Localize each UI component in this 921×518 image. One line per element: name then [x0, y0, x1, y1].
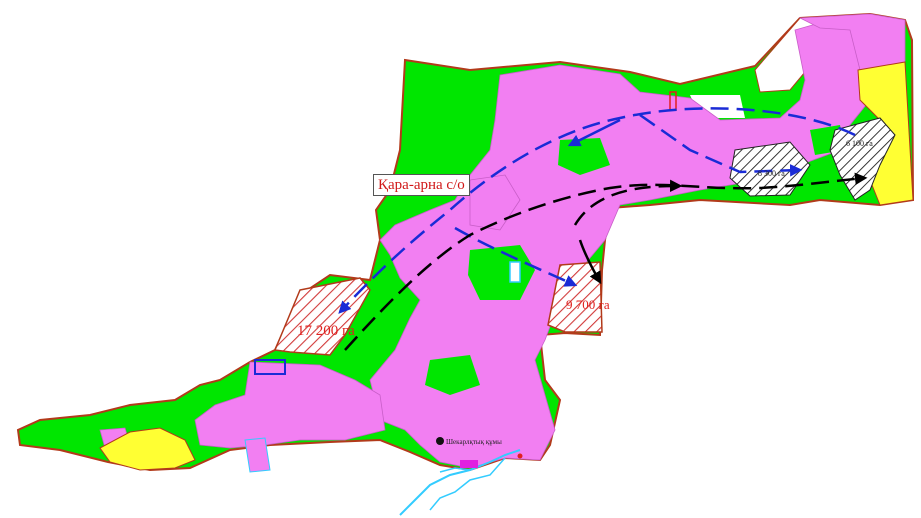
sand-area [99, 427, 196, 471]
arable-zone [469, 174, 521, 231]
settlement-marker [509, 261, 521, 283]
pasture-patch [468, 245, 535, 300]
pasture-patch [425, 355, 480, 395]
area-label-center: 8 300 га [758, 169, 785, 178]
route-arrow-black [344, 172, 868, 351]
area-label-east: 6 100 га [846, 139, 873, 148]
hatched-area-center [729, 141, 811, 197]
pasture-patch [558, 138, 610, 175]
hatched-area-west [273, 277, 371, 356]
area-label-west: 17 200 га [297, 323, 355, 339]
settlement-marker [254, 359, 286, 375]
river [439, 467, 471, 473]
point-label: Шекарлқтық құмы [446, 438, 502, 446]
village-label: Қара-арна с/о [373, 174, 470, 196]
magenta-marker [460, 460, 478, 468]
arable-zone [244, 437, 271, 473]
red-dot [517, 453, 523, 459]
river [429, 457, 506, 511]
route-arrow-black [573, 179, 683, 226]
area-label-south: 9 700 га [566, 297, 610, 312]
route-arrow-blue [338, 107, 856, 314]
river [399, 449, 521, 516]
route-arrow-blue [454, 226, 578, 287]
route-arrow-black [578, 239, 602, 285]
point-marker [436, 437, 444, 445]
route-arrow-blue [639, 113, 803, 177]
arable-zone [194, 361, 386, 449]
route-arrow-blue [567, 118, 621, 147]
